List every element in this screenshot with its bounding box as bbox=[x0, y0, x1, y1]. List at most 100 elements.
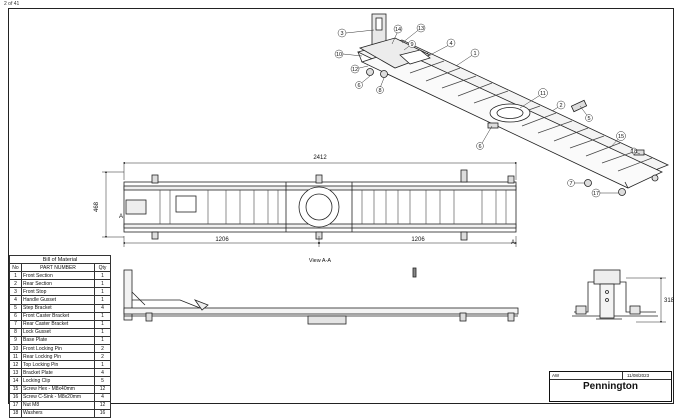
bom-cell-part: Rear Locking Pin bbox=[21, 352, 95, 362]
bom-cell-qty: 2 bbox=[94, 344, 111, 354]
bom-cell-qty: 1 bbox=[94, 319, 111, 329]
drawn-by: AW bbox=[552, 373, 560, 378]
callout-label: 10 bbox=[336, 52, 342, 58]
bom-cell-no: 12 bbox=[9, 360, 22, 370]
callout-label: 5 bbox=[587, 116, 590, 122]
callout-group: 3 10 12 6 8 14 13 9 4 1 11 2 5 15 6 18 7… bbox=[334, 23, 641, 198]
bom-cell-no: 15 bbox=[9, 384, 22, 394]
bom-cell-qty: 1 bbox=[94, 360, 111, 370]
page-label: 2 of 41 bbox=[4, 1, 20, 7]
callout-label: 4 bbox=[449, 41, 452, 47]
bom-cell-part: Lock Gusset bbox=[21, 327, 95, 337]
bom-cell-part: Locking Clip bbox=[21, 376, 95, 386]
bom-cell-part: Front Locking Pin bbox=[21, 344, 95, 354]
bom-cell-no: 17 bbox=[9, 400, 22, 410]
callout-label: 11 bbox=[540, 91, 546, 97]
callout-label: 6 bbox=[357, 83, 360, 89]
view-label: View A-A bbox=[309, 258, 332, 264]
title-block: AW 11/08/2023 Pennington bbox=[549, 371, 672, 402]
overall-width-dimension: 468 bbox=[94, 201, 100, 212]
bom-cell-qty: 2 bbox=[94, 352, 111, 362]
bom-cell-qty: 1 bbox=[94, 279, 111, 289]
bom-cell-part: Screw Hex - M8x40mm bbox=[21, 384, 95, 394]
bom-cell-no: 5 bbox=[9, 303, 22, 313]
bom-cell-qty: 4 bbox=[94, 368, 111, 378]
end-view bbox=[572, 269, 658, 320]
bom-cell-no: 10 bbox=[9, 344, 22, 354]
bom-cell-part: Step Bracket bbox=[21, 303, 95, 313]
bom-cell-no: 11 bbox=[9, 352, 22, 362]
callout-label: 18 bbox=[631, 149, 637, 155]
bom-cell-no: 8 bbox=[9, 327, 22, 337]
overall-length-dimension: 2412 bbox=[313, 155, 327, 161]
right-half-dimension: 1206 bbox=[411, 237, 425, 243]
height-dimension bbox=[626, 277, 666, 323]
drawing-date: 11/08/2023 bbox=[622, 372, 649, 379]
bom-cell-part: Front Stop bbox=[21, 287, 95, 297]
bom-cell-qty: 1 bbox=[94, 295, 111, 305]
bom-cell-qty: 1 bbox=[94, 311, 111, 321]
bom-header-no: No bbox=[9, 263, 22, 273]
isometric-view bbox=[356, 13, 670, 196]
bom-cell-qty: 5 bbox=[94, 376, 111, 386]
bom-cell-no: 7 bbox=[9, 319, 22, 329]
callout-label: 1 bbox=[473, 51, 476, 57]
bom-cell-qty: 4 bbox=[94, 392, 111, 402]
bom-cell-qty: 12 bbox=[94, 384, 111, 394]
bom-cell-qty: 1 bbox=[94, 287, 111, 297]
bom-cell-part: Front Section bbox=[21, 271, 95, 281]
bom-cell-qty: 4 bbox=[94, 303, 111, 313]
bom-cell-qty: 1 bbox=[94, 327, 111, 337]
bom-header-qty: Qty bbox=[94, 263, 111, 273]
bom-cell-no: 6 bbox=[9, 311, 22, 321]
bom-cell-no: 16 bbox=[9, 392, 22, 402]
bom-cell-part: Washers bbox=[21, 408, 95, 418]
callout-label: 17 bbox=[593, 191, 599, 197]
bom-cell-qty: 1 bbox=[94, 271, 111, 281]
callout-label: 2 bbox=[559, 103, 562, 109]
bom-cell-part: Front Caster Bracket bbox=[21, 311, 95, 321]
bom-cell-no: 14 bbox=[9, 376, 22, 386]
bom-cell-part: Top Locking Pin bbox=[21, 360, 95, 370]
company-name: Pennington bbox=[583, 381, 638, 392]
callout-label: 8 bbox=[378, 88, 381, 94]
callout-label: 14 bbox=[395, 27, 401, 33]
height-dimension-label: 318 bbox=[664, 298, 675, 304]
bom-cell-part: Nut M8 bbox=[21, 400, 95, 410]
bom-cell-qty: 12 bbox=[94, 400, 111, 410]
bom-cell-no: 9 bbox=[9, 335, 22, 346]
section-marker-right: A bbox=[511, 240, 515, 246]
callout-label: 15 bbox=[618, 134, 624, 140]
callout-label: 9 bbox=[410, 42, 413, 48]
drawing-canvas: 3 10 12 6 8 14 13 9 4 1 11 2 5 15 6 18 7… bbox=[94, 13, 675, 325]
plan-dimensions bbox=[102, 162, 517, 247]
bom-cell-no: 3 bbox=[9, 287, 22, 297]
callout-label: 12 bbox=[352, 67, 358, 73]
side-view bbox=[123, 267, 519, 325]
bom-cell-part: Rear Section bbox=[21, 279, 95, 289]
bom-cell-part: Bracket Plate bbox=[21, 368, 95, 378]
bom-title: Bill of Material bbox=[9, 254, 111, 265]
drawing-sheet bbox=[8, 8, 674, 404]
callout-label: 13 bbox=[418, 26, 424, 32]
bom-cell-no: 18 bbox=[9, 408, 22, 418]
bom-cell-part: Rear Caster Bracket bbox=[21, 319, 95, 329]
section-marker-left: A bbox=[119, 214, 123, 220]
bom-header-part: PART NUMBER bbox=[21, 263, 95, 273]
bom-cell-qty: 16 bbox=[94, 408, 111, 418]
title-block-row: AW 11/08/2023 bbox=[550, 372, 671, 380]
